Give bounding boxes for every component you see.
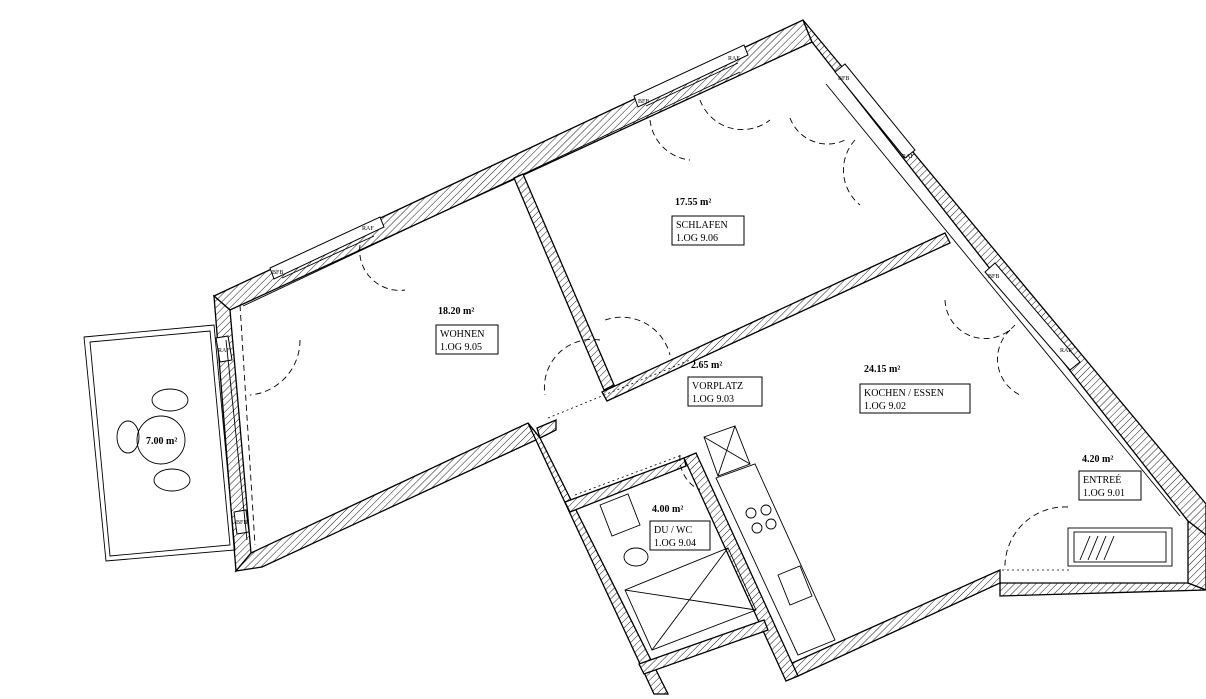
interior-walls bbox=[513, 173, 951, 682]
kitchen-sink bbox=[777, 565, 813, 606]
entree-code: 1.OG 9.01 bbox=[1083, 488, 1125, 499]
stove-burner-3 bbox=[751, 522, 763, 534]
bathroom-fixtures bbox=[599, 493, 757, 651]
toilet bbox=[623, 547, 649, 567]
schlafen-code: 1.OG 9.06 bbox=[676, 233, 718, 244]
room-label-entree: 4.20 m² ENTREÉ 1.OG 9.01 bbox=[1078, 454, 1142, 501]
wohnen-code: 1.OG 9.05 bbox=[440, 342, 482, 353]
window-tag-bfb-2: BFB bbox=[638, 99, 649, 105]
door-swings bbox=[249, 99, 1069, 571]
window-tag-raf-4: RAF bbox=[1060, 348, 1072, 354]
balcony-chair-bottom bbox=[153, 468, 191, 492]
room-label-wohnen: 18.20 m² WOHNEN 1.OG 9.05 bbox=[435, 306, 499, 355]
entree-area: 4.20 m² bbox=[1082, 454, 1113, 465]
schlafen-area: 17.55 m² bbox=[675, 197, 711, 208]
kochen-area: 24.15 m² bbox=[864, 364, 900, 375]
balcony-chair-top bbox=[151, 388, 189, 412]
window-tag-raf-5: RAF bbox=[218, 348, 230, 354]
window-tag-raf-1: RAF bbox=[362, 226, 374, 232]
balcony-area: 7.00 m² bbox=[146, 436, 177, 447]
kitchen-counter bbox=[715, 463, 836, 656]
stove-burner-4 bbox=[765, 518, 777, 530]
duwc-code: 1.OG 9.04 bbox=[654, 538, 696, 549]
stove-burner-2 bbox=[760, 504, 772, 516]
window-frames-top bbox=[242, 44, 749, 307]
kochen-name: KOCHEN / ESSEN bbox=[864, 388, 944, 399]
vorplatz-name: VORPLATZ bbox=[692, 381, 743, 392]
window-tag-bfb-5: BFB bbox=[236, 520, 247, 526]
kochen-code: 1.OG 9.02 bbox=[864, 401, 906, 412]
kitchen-fixtures bbox=[703, 425, 836, 656]
vorplatz-area: 2.65 m² bbox=[691, 360, 722, 371]
window-tag-bfb-4: BFB bbox=[988, 274, 999, 280]
entry-wardrobe bbox=[1067, 527, 1173, 567]
room-label-kochen: 24.15 m² KOCHEN / ESSEN 1.OG 9.02 bbox=[859, 364, 971, 414]
room-label-vorplatz: 2.65 m² VORPLATZ 1.OG 9.03 bbox=[687, 360, 763, 407]
balcony-chair-left bbox=[116, 420, 140, 454]
window-tag-bfb-3: BFB bbox=[838, 76, 849, 82]
duwc-area: 4.00 m² bbox=[652, 504, 683, 515]
window-frames-left bbox=[215, 335, 250, 541]
exterior-walls bbox=[212, 19, 1206, 695]
wohnen-area: 18.20 m² bbox=[438, 306, 474, 317]
window-tag-bfb-1: BFB bbox=[272, 270, 283, 276]
entree-name: ENTREÉ bbox=[1083, 474, 1121, 486]
room-label-schlafen: 17.55 m² SCHLAFEN 1.OG 9.06 bbox=[671, 197, 745, 246]
vorplatz-code: 1.OG 9.03 bbox=[692, 394, 734, 405]
stove-burner-1 bbox=[745, 507, 757, 519]
duwc-name: DU / WC bbox=[654, 525, 692, 536]
balcony bbox=[83, 304, 256, 562]
room-label-duwc: 4.00 m² DU / WC 1.OG 9.04 bbox=[649, 504, 711, 551]
washbasin bbox=[599, 493, 641, 537]
balcony-table bbox=[136, 415, 186, 465]
schlafen-name: SCHLAFEN bbox=[676, 220, 728, 231]
window-tag-raf-3: RAF bbox=[902, 154, 914, 160]
wohnen-name: WOHNEN bbox=[440, 329, 484, 340]
window-frames-right bbox=[825, 63, 1181, 517]
door-dotted-lines bbox=[547, 359, 1070, 571]
window-tag-raf-2: RAF bbox=[728, 56, 740, 62]
